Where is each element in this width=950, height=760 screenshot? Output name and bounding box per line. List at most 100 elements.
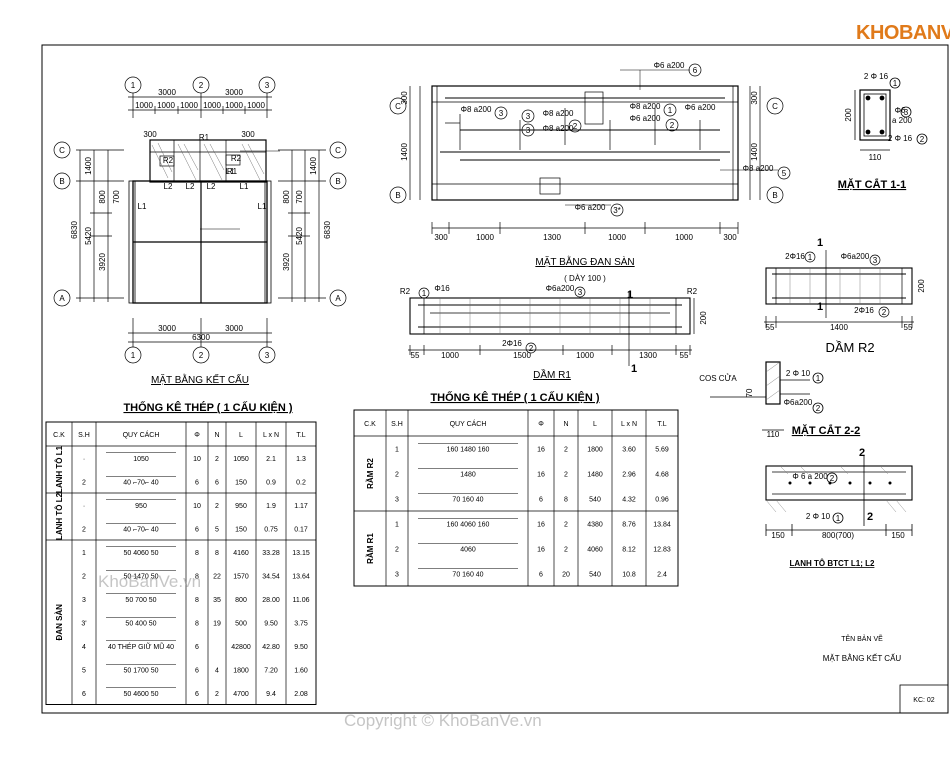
section-11-mark-3: 3 [904,108,909,117]
table-cell-n: 2 [215,456,219,463]
plan-label-r2-a: R2 [231,154,242,163]
table-cell-shape: 50 1700 50 [123,667,158,674]
table-group-label: LANH TÔ L1 [55,445,64,493]
table-header-cell: L [593,421,597,428]
beam-r2-height: 200 [917,279,926,293]
table-cell-l: 800 [235,597,247,604]
table-cell-l: 4380 [587,522,603,529]
beam-r2-title: DẦM R2 [825,340,874,355]
slab-bar-2: Φ8 a200 [461,105,492,114]
table-cell-l: 1570 [233,573,249,580]
table-cell-l: 500 [235,620,247,627]
table-cell-sh: 4 [82,644,86,651]
section-22-bar-2: Φ6a200 [784,398,813,407]
plan-dim-3920-right: 3920 [282,253,291,271]
table-group-label: RẦM R1 [365,533,375,564]
khobanve-logo: KHOBANVE [856,22,950,44]
slab-mark-3a: 3 [499,109,504,118]
table-cell-tl: 13.84 [653,522,671,529]
beam-r1-dim-1: 55 [411,351,420,360]
plan-dim-1400-right: 1400 [309,157,318,175]
table-cell-shape: 40 ⌐70⌐ 40 [123,479,159,486]
plan-dim-bottom-1: 3000 [158,324,176,333]
table-cell-l: 4060 [587,547,603,554]
table-cell-phi: 8 [195,597,199,604]
section-22-dim-height: 70 [745,388,754,397]
section-11-bar-bottom: 2 Φ 16 [888,134,913,143]
table-cell-lxn: 3.60 [622,447,636,454]
section-11-dim-width: 110 [869,153,882,162]
table-cell-l: 540 [589,497,601,504]
table-cell-tl: 13.64 [292,573,310,580]
beam-r1-mark-3: 3 [578,288,583,297]
plan-subdim-5: 1000 [225,101,243,110]
plan-axis-c-right: C [335,146,341,155]
table-cell-tl: 2.08 [294,691,308,698]
plan-dim-5420-left: 5420 [84,227,93,245]
beam-r2-mark-1: 1 [808,253,813,262]
plan-subdim-3: 1000 [180,101,198,110]
table-cell-l: 42800 [231,644,251,651]
table-cell-shape: 4060 [460,547,476,554]
table-cell-sh: 3 [395,572,399,579]
table-cell-lxn: 0.9 [266,479,276,486]
table-cell-phi: 16 [537,522,545,529]
table-cell-sh: 3' [81,620,86,627]
beam-r1-dim-3: 1500 [513,351,531,360]
beam-r2-bar-3: 2Φ16 [854,306,874,315]
table-cell-n: 4 [215,667,219,674]
table-right-title: THỐNG KÊ THÉP ( 1 CẤU KIỆN ) [430,390,599,404]
table-header-cell: S.H [78,432,90,439]
table-cell-n: 2 [215,691,219,698]
beam-r1-dim-6: 55 [680,351,689,360]
sheet-border [41,44,949,714]
plan-axis-b-right: B [335,177,340,186]
beam-r1-dim-2: 1000 [441,351,459,360]
beam-r1-mark-1: 1 [422,289,427,298]
table-header-cell: T.L [296,432,305,439]
plan-dim-5420-right: 5420 [295,227,304,245]
slab-dim-bottom-1: 300 [434,233,448,242]
table-cell-sh: 5 [82,667,86,674]
table-cell-sh: · [83,456,85,463]
table-cell-tl: 1.60 [294,667,308,674]
slab-dim-side-1: 300 [400,91,409,105]
table-cell-l: 150 [235,479,247,486]
table-cell-phi: 16 [537,547,545,554]
plan-axis-3-bottom: 3 [265,351,270,360]
lintel-mark-1: 1 [836,514,841,523]
beam-r1-text: R2 R2 1 1 Φ16 Φ6a200 2Φ16 1 3 2 55 1000 … [400,284,708,375]
table-cell-n: 2 [564,522,568,529]
plan-label-l1-b: L1 [240,182,249,191]
table-header-cell: C.K [364,421,376,428]
plan-label-l1-c: L1 [226,167,235,176]
slab-dim-bottom-2: 1000 [476,233,494,242]
slab-mark-5: 5 [782,169,787,178]
table-cell-shape: 40 ⌐70⌐ 40 [123,526,159,533]
table-cell-tl: 4.68 [655,472,669,479]
table-cell-n: 2 [564,547,568,554]
plan-dim-700-right: 700 [295,190,304,204]
beam-r2-mark-3: 3 [873,256,878,265]
section-11-title: MẶT CẮT 1-1 [838,178,906,191]
table-cell-shape: 50 700 50 [125,597,156,604]
table-header-cell: Φ [538,421,544,428]
section-22-text: COS CỬA 2 Φ 10 Φ6a200 1 2 110 70 [699,369,821,439]
table-cell-lxn: 9.50 [264,620,278,627]
plan-side-dims: 1400 800 700 5420 3920 6830 1400 800 700… [70,157,332,271]
slab-plan [389,63,791,234]
plan-axis-c-left: C [59,146,65,155]
table-cell-lxn: 0.75 [264,526,278,533]
lintel-mark-2: 2 [830,474,835,483]
table-cell-lxn: 2.96 [622,472,636,479]
table-cell-sh: 2 [82,526,86,533]
slab-bar-6: Φ6 a200 [685,103,716,112]
table-cell-n: 20 [562,572,570,579]
table-cell-n: 6 [215,479,219,486]
slab-bar-8: Φ8 a200 [743,164,774,173]
table-cell-shape: 50 4600 50 [123,691,158,698]
slab-axis-b-right: B [772,191,777,200]
slab-dim-bottom-5: 1000 [675,233,693,242]
